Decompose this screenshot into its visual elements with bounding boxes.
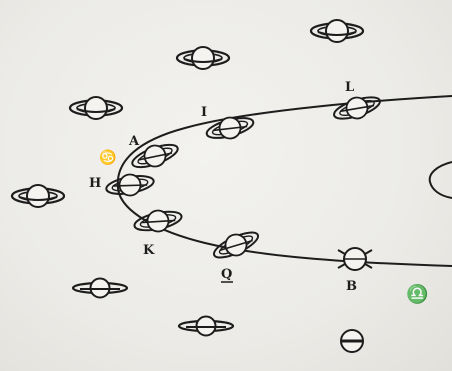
saturn-icon — [175, 45, 231, 71]
saturn-icon — [203, 110, 257, 146]
saturn-icon — [71, 277, 129, 299]
saturn-icon — [340, 329, 364, 353]
saturn-icon — [329, 89, 385, 127]
orbit-label-k: K — [143, 243, 155, 258]
orbit-label-h: H — [89, 176, 101, 191]
libra-symbol-icon: ♎ — [406, 283, 428, 305]
orbit-label-b: B — [346, 279, 357, 294]
orbit-label-l: L — [345, 80, 354, 95]
saturn-icon — [337, 247, 373, 271]
orbit-label-q: Q — [221, 267, 232, 282]
saturn-icon — [10, 183, 66, 209]
saturn-icon — [103, 169, 157, 201]
saturn-icon — [131, 204, 185, 238]
saturn-icon — [68, 95, 124, 121]
saturn-orbit-path — [116, 95, 452, 267]
orbit-label-i: I — [201, 105, 207, 120]
orbit-label-a: A — [128, 134, 140, 149]
saturn-icon — [309, 18, 365, 44]
cancer-symbol-icon: ♋ — [99, 149, 116, 166]
sun-arc — [428, 161, 452, 199]
saturn-icon — [177, 315, 235, 337]
